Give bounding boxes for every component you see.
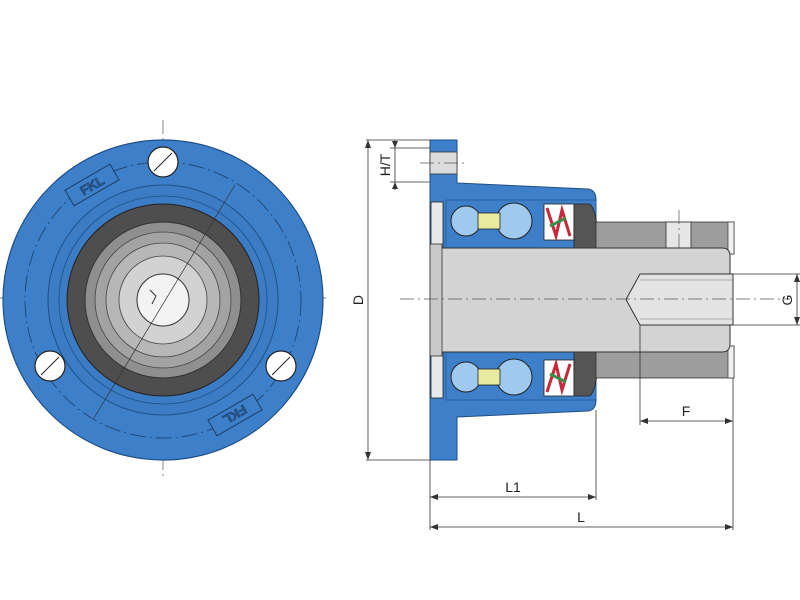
cage-top bbox=[477, 212, 501, 230]
threaded-bore bbox=[625, 273, 734, 326]
ball-bottom-2 bbox=[495, 358, 533, 396]
cage-bottom bbox=[477, 368, 501, 386]
housing-boss-edge bbox=[58, 195, 268, 405]
seal-bottom bbox=[543, 358, 575, 397]
ball-top-1 bbox=[450, 205, 482, 237]
dim-label-f: F bbox=[682, 403, 691, 419]
dimensions: D H/T G F L1 L bbox=[350, 139, 800, 530]
ball-bottom-1 bbox=[450, 361, 482, 393]
front-view: FKL FKL bbox=[0, 120, 330, 480]
diameter-leader bbox=[93, 184, 236, 419]
dim-label-l1: L1 bbox=[505, 479, 521, 495]
dim-label-ht: H/T bbox=[377, 153, 393, 176]
tube-end-face-bottom bbox=[727, 345, 735, 379]
dim-label-g: G bbox=[779, 295, 795, 306]
shaft-end-plate bbox=[429, 243, 443, 357]
bore-mark bbox=[149, 289, 157, 305]
bolt-hole-top bbox=[147, 146, 179, 178]
ball-top-2 bbox=[495, 202, 533, 240]
section-view bbox=[400, 139, 790, 461]
tube-end-face-top bbox=[727, 221, 735, 255]
dim-label-l: L bbox=[577, 509, 585, 525]
dim-label-d: D bbox=[350, 295, 366, 305]
logo-plate-bottom: FKL bbox=[207, 393, 263, 437]
center-bore bbox=[136, 273, 190, 327]
bolt-hole-bottom-right bbox=[265, 350, 297, 382]
bolt-hole-bottom-left bbox=[34, 350, 66, 382]
seal-top bbox=[543, 203, 575, 242]
